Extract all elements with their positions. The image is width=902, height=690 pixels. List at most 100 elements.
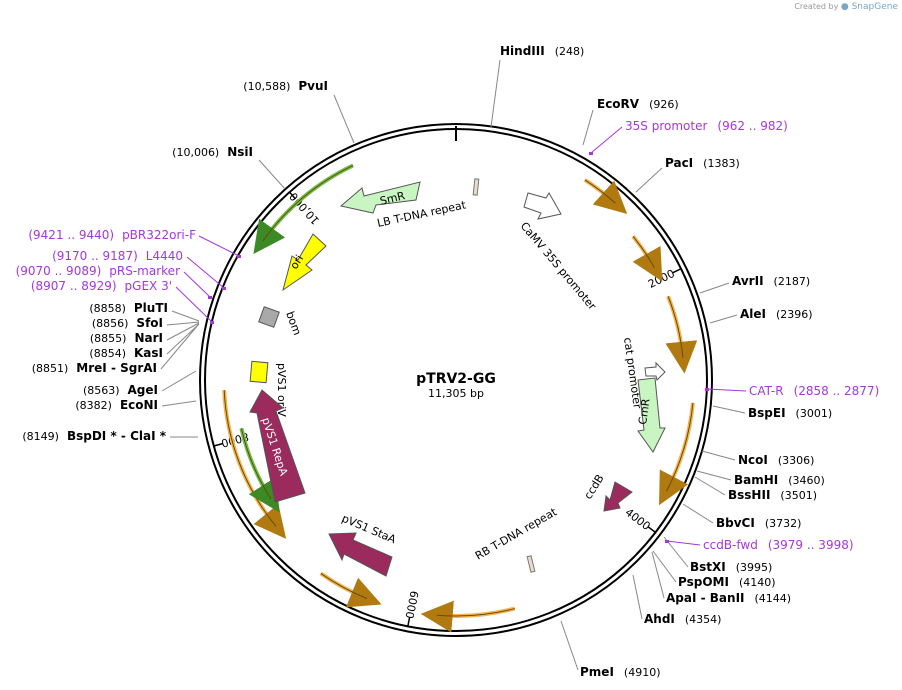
oriv-box	[249, 360, 269, 384]
site-label-1[interactable]: EcoRV (926)	[597, 97, 679, 111]
site-label-0[interactable]: HindIII(248)	[500, 44, 584, 58]
site-leader-4	[709, 314, 738, 324]
site-pos: (8382)	[75, 399, 112, 412]
site-label-24[interactable]: (8149)BspDI * - ClaI *	[22, 429, 166, 443]
primer-label-6[interactable]: (8907 .. 8929)pGEX 3'	[31, 279, 172, 293]
primer-leader-6	[175, 286, 213, 323]
orf-arc-core-1	[667, 296, 684, 358]
site-leader-19	[166, 322, 200, 341]
primer-mark-2	[665, 540, 669, 543]
primer-range: (9421 .. 9440)	[28, 228, 114, 242]
site-label-21[interactable]: (8851)MreI - SgrAI	[32, 361, 157, 375]
site-label-3[interactable]: AvrII(2187)	[732, 274, 810, 288]
site-pos: (4144)	[755, 592, 792, 605]
backbone-outer	[199, 123, 713, 637]
site-name: EcoNI	[120, 398, 158, 412]
site-pos: (248)	[555, 45, 585, 58]
site-label-19[interactable]: (8855)NarI	[90, 331, 163, 345]
site-label-11[interactable]: PspOMI (4140)	[678, 575, 776, 589]
primer-label-0[interactable]: 35S promoter(962 .. 982)	[625, 119, 788, 133]
tick-mark-1	[647, 526, 656, 533]
site-pos: (10,588)	[243, 80, 290, 93]
site-pos: (8563)	[83, 384, 120, 397]
feature-camv-35s[interactable]: CaMV 35S promoter	[518, 192, 599, 313]
primer-label-4[interactable]: (9170 .. 9187)L4440	[52, 249, 183, 263]
site-label-12[interactable]: ApaI - BanII (4144)	[666, 591, 791, 605]
primer-label-2[interactable]: ccdB-fwd(3979 .. 3998)	[703, 538, 854, 552]
rb-box	[526, 555, 536, 573]
site-leader-7	[696, 470, 732, 481]
tick-label-2: 6000	[402, 590, 420, 620]
feature-rb-tdna-repeat[interactable]: RB T-DNA repeat	[473, 505, 560, 573]
site-name: PacI	[665, 156, 693, 170]
site-name: PspOMI	[678, 575, 729, 589]
site-name: KasI	[134, 346, 163, 360]
primer-label-3[interactable]: (9421 .. 9440) pBR322ori-F	[28, 228, 196, 242]
site-leader-23	[161, 400, 197, 407]
camv-arrow	[523, 192, 562, 220]
site-leader-1	[582, 109, 594, 146]
feature-label-rb: RB T-DNA repeat	[473, 505, 560, 563]
site-name: NarI	[134, 331, 163, 345]
ori-arrow	[282, 233, 327, 292]
site-label-14[interactable]: PmeI(4910)	[580, 665, 660, 679]
primer-range: (9170 .. 9187)	[52, 249, 138, 263]
site-label-18[interactable]: (8856)SfoI	[92, 316, 163, 330]
site-name: BbvCI	[716, 516, 755, 530]
primer-leader-0	[590, 126, 623, 154]
orf-arc-core-5	[223, 390, 277, 527]
site-label-16[interactable]: (10,006)NsiI	[172, 145, 253, 159]
primer-label-5[interactable]: (9070 .. 9089)pRS-marker	[16, 264, 180, 278]
tick-label-1: 4000	[623, 506, 653, 533]
primer-name: CAT-R	[749, 384, 784, 398]
feature-label-ori: ori	[288, 253, 307, 272]
site-label-20[interactable]: (8854)KasI	[89, 346, 163, 360]
feature-smr[interactable]: SmR	[339, 181, 421, 214]
site-label-10[interactable]: BstXI(3995)	[690, 560, 772, 574]
site-label-2[interactable]: PacI(1383)	[665, 156, 740, 170]
site-pos: (926)	[649, 98, 679, 111]
feature-cmr[interactable]: CmR	[636, 377, 666, 453]
feature-pvs1-repa[interactable]: pVS1 RepA	[249, 389, 306, 503]
site-pos: (3732)	[765, 517, 802, 530]
site-name: ApaI - BanII	[666, 591, 745, 605]
site-label-7[interactable]: BamHI(3460)	[734, 473, 825, 487]
site-label-17[interactable]: (8858)PluTI	[89, 301, 168, 315]
site-name: MreI - SgrAI	[76, 361, 157, 375]
feature-ori[interactable]: ori	[282, 233, 327, 292]
site-name: BspDI * - ClaI *	[67, 429, 167, 443]
site-pos: (4354)	[685, 613, 722, 626]
site-label-5[interactable]: BspEI(3001)	[748, 406, 832, 420]
site-leader-22	[161, 370, 197, 392]
primer-name: pBR322ori-F	[122, 228, 196, 242]
site-leader-12	[651, 551, 665, 599]
site-name: EcoRV	[597, 97, 640, 111]
feature-label-cmr: CmR	[636, 397, 653, 425]
plasmid-name: pTRV2-GG	[416, 371, 496, 387]
orf-arc-core-3	[584, 179, 616, 204]
site-pos: (4140)	[739, 576, 776, 589]
feature-ccdb[interactable]: ccdB	[582, 472, 633, 512]
primer-label-1[interactable]: CAT-R(2858 .. 2877)	[749, 384, 879, 398]
plasmid-length: 11,305 bp	[428, 387, 484, 400]
site-name: BstXI	[690, 560, 726, 574]
orf-arc-core-8	[436, 608, 515, 617]
site-label-13[interactable]: AhdI (4354)	[644, 612, 721, 626]
site-leader-3	[699, 282, 730, 294]
site-name: AhdI	[644, 612, 675, 626]
site-label-4[interactable]: AleI(2396)	[740, 307, 813, 321]
site-label-9[interactable]: BbvCI (3732)	[716, 516, 801, 530]
site-leader-13	[632, 574, 643, 620]
site-name: BssHII	[728, 488, 770, 502]
orf-arc-core-0	[632, 236, 655, 268]
site-label-6[interactable]: NcoI(3306)	[738, 453, 814, 467]
site-label-15[interactable]: (10,588)PvuI	[243, 79, 328, 93]
site-pos: (2396)	[776, 308, 813, 321]
feature-bom[interactable]: bom	[258, 306, 304, 337]
repa-arrow	[249, 389, 306, 503]
site-label-8[interactable]: BssHII(3501)	[728, 488, 817, 502]
site-pos: (3306)	[778, 454, 815, 467]
feature-pvs1-staa[interactable]: pVS1 StaA	[328, 512, 398, 577]
site-label-23[interactable]: (8382) EcoNI	[75, 398, 158, 412]
site-label-22[interactable]: (8563)AgeI	[83, 383, 158, 397]
